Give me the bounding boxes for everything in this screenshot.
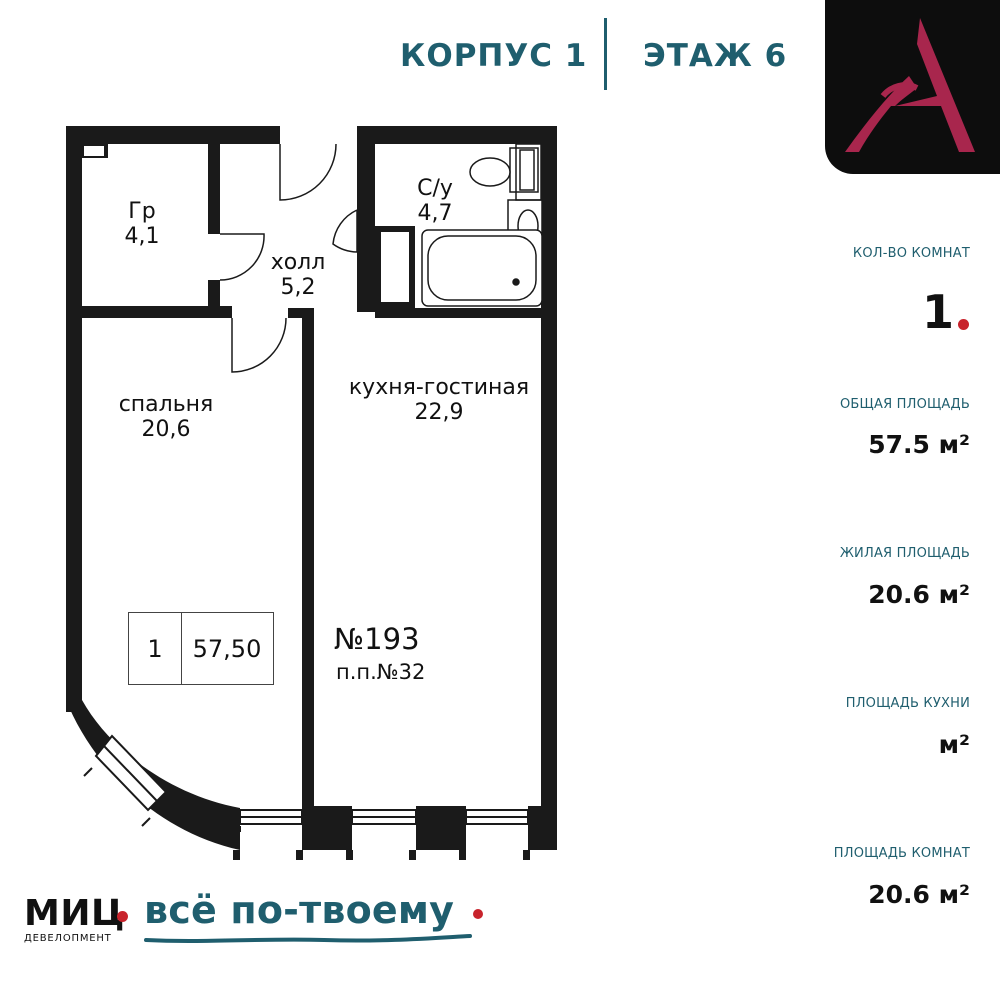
rooms-area-label: ПЛОЩАДЬ КОМНАТ bbox=[833, 846, 970, 861]
room-name: холл bbox=[270, 250, 326, 275]
room-area: 20,6 bbox=[141, 417, 191, 442]
building-title: КОРПУС 1 bbox=[400, 38, 588, 74]
unit-area: 57,50 bbox=[192, 634, 262, 663]
accent-dot bbox=[958, 319, 969, 330]
room-area: 22,9 bbox=[414, 400, 464, 425]
room-storage: Гр 4,1 bbox=[112, 199, 172, 249]
curved-window bbox=[83, 734, 168, 827]
slogan: всё по-твоему bbox=[144, 888, 455, 932]
kitchen-area-label: ПЛОЩАДЬ КУХНИ bbox=[845, 696, 970, 711]
room-bathroom: С/у 4,7 bbox=[400, 176, 470, 226]
rooms-area-value: 20.6 м² bbox=[868, 880, 970, 909]
letter-a-logo-icon bbox=[845, 18, 975, 152]
plan-number: п.п.№32 bbox=[336, 660, 426, 684]
doors bbox=[219, 143, 358, 373]
room-area: 5,2 bbox=[280, 275, 316, 300]
room-area: 4,1 bbox=[124, 224, 160, 249]
accent-dot bbox=[117, 911, 128, 922]
slogan-underline bbox=[144, 934, 472, 943]
mic-logo: МИЦ bbox=[24, 893, 125, 934]
room-name: кухня-гостиная bbox=[348, 375, 530, 400]
unit-info-box: 1 57,50 bbox=[128, 612, 274, 685]
accent-dot bbox=[473, 909, 483, 919]
brand-logo bbox=[825, 0, 1000, 174]
curved-wall bbox=[66, 700, 240, 850]
apartment-number: №193 bbox=[334, 622, 420, 656]
rooms-count-value: 1 bbox=[921, 285, 954, 339]
room-area: 4,7 bbox=[417, 201, 453, 226]
windows bbox=[239, 809, 529, 832]
rooms-count-label: КОЛ-ВО КОМНАТ bbox=[852, 246, 970, 261]
floor-title: ЭТАЖ 6 bbox=[643, 38, 788, 74]
living-area-value: 20.6 м² bbox=[868, 580, 970, 609]
room-bedroom: спальня 20,6 bbox=[100, 392, 232, 442]
window-studs bbox=[233, 850, 530, 860]
room-hall: холл 5,2 bbox=[256, 250, 340, 300]
living-area-label: ЖИЛАЯ ПЛОЩАДЬ bbox=[839, 546, 970, 561]
walls bbox=[66, 126, 557, 850]
room-kitchen-living: кухня-гостиная 22,9 bbox=[326, 375, 552, 425]
room-name: Гр bbox=[128, 199, 156, 224]
header-divider bbox=[604, 18, 607, 90]
total-area-value: 57.5 м² bbox=[868, 430, 970, 459]
room-name: спальня bbox=[118, 392, 214, 417]
bathroom-fixtures bbox=[421, 147, 543, 307]
room-name: С/у bbox=[417, 176, 453, 201]
unit-rooms: 1 bbox=[129, 613, 182, 684]
kitchen-area-value: м² bbox=[938, 730, 970, 759]
mic-logo-sub: ДЕВЕЛОПМЕНТ bbox=[24, 933, 112, 944]
total-area-label: ОБЩАЯ ПЛОЩАДЬ bbox=[840, 397, 970, 412]
